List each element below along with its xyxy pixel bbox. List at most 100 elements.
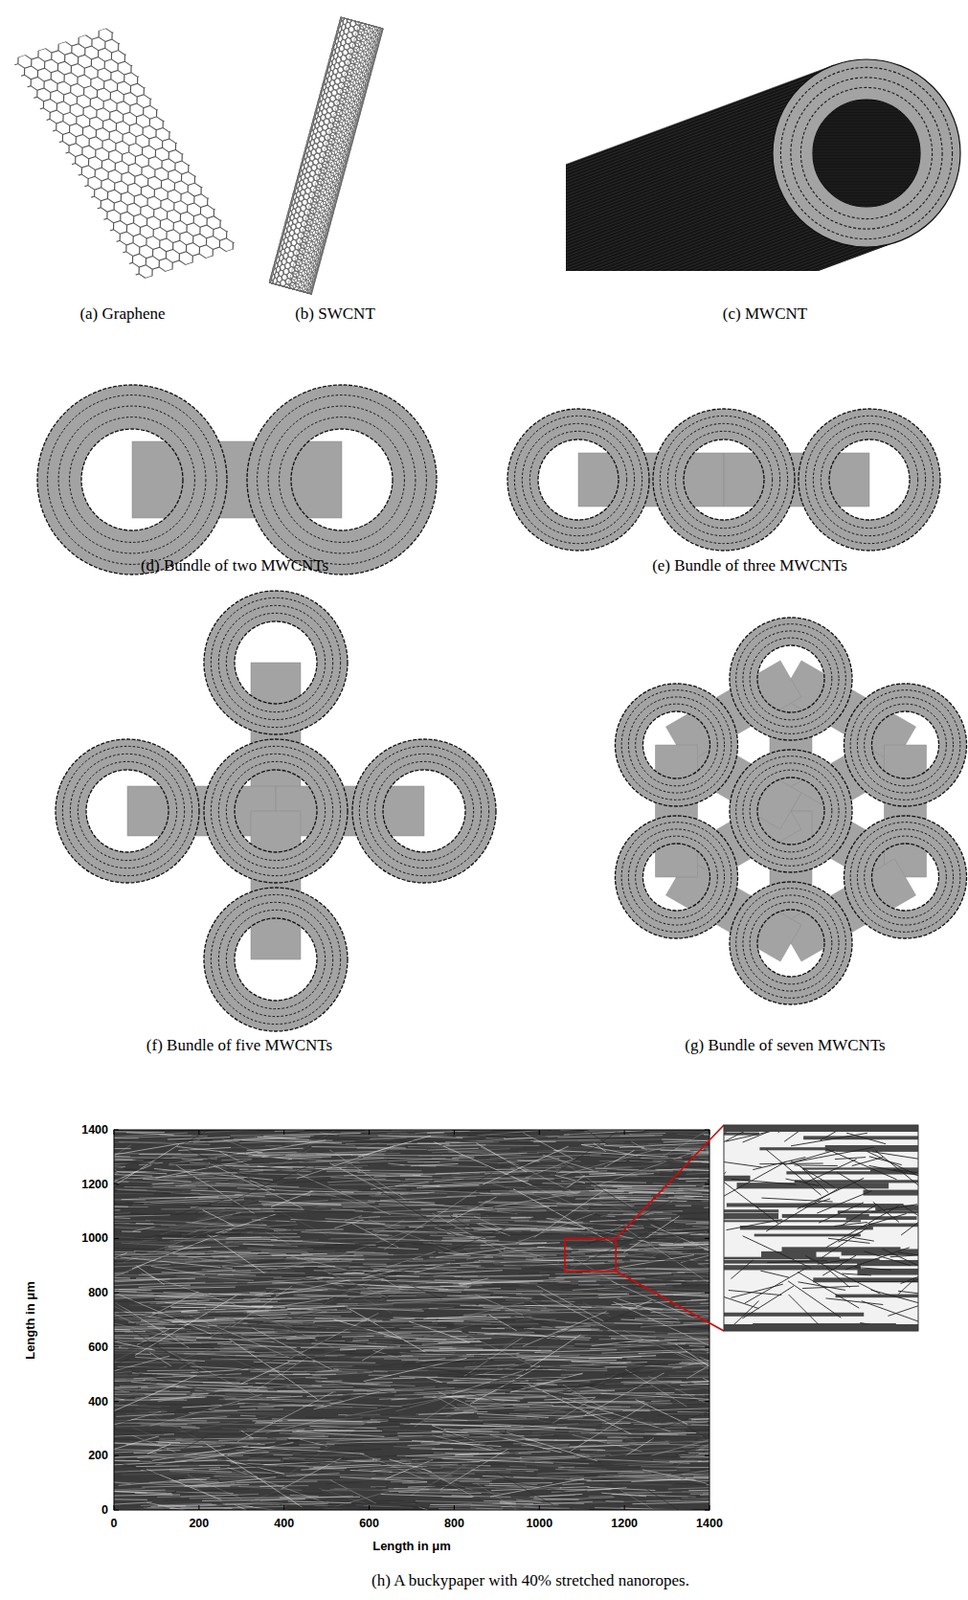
buckypaper-plot-part — [113, 1129, 710, 1510]
seven-tube-bundle-part — [757, 645, 825, 713]
two-tube-bundle-part — [257, 395, 428, 565]
buckypaper-plot-part — [113, 1129, 710, 1510]
tick-label: 800 — [444, 1516, 465, 1531]
panel-caption: (b) SWCNT — [294, 304, 376, 324]
tick-label: 600 — [88, 1340, 109, 1354]
mwcnt-tube-part — [800, 87, 932, 219]
seven-tube-bundle-part — [654, 744, 698, 878]
five-tube-bundle-part — [86, 769, 169, 853]
five-tube-bundle-part — [234, 769, 317, 853]
buckypaper-plot-part — [113, 1129, 710, 1510]
five-tube-bundle-part — [374, 761, 473, 860]
buckypaper-plot-part — [564, 1238, 616, 1271]
tick-label: 1400 — [81, 1123, 109, 1137]
panel-caption: (a) Graphene — [79, 304, 165, 324]
zoom-inset-part — [723, 1219, 861, 1222]
seven-tube-bundle-part — [736, 756, 847, 867]
tick-label: 0 — [101, 1503, 109, 1517]
zoom-inset-part — [723, 1213, 779, 1219]
mwcnt-tube-part — [790, 77, 943, 229]
seven-tube-bundle-part — [642, 711, 710, 779]
seven-tube-bundle-part — [742, 895, 839, 991]
two-tube-bundle-part — [279, 417, 406, 543]
seven-tube-bundle-part — [749, 901, 833, 985]
seven-tube-bundle-part — [729, 617, 853, 741]
five-tube-bundle-part — [203, 739, 348, 883]
five-tube-bundle-part — [352, 739, 496, 883]
seven-tube-bundle-part — [642, 843, 710, 911]
three-tube-bundle-part — [538, 439, 619, 520]
five-tube-bundle-part — [210, 745, 340, 876]
five-tube-bundle-part — [203, 887, 348, 1032]
buckypaper-plot-part-part — [113, 1130, 710, 1511]
seven-tube-bundle-part — [729, 881, 853, 1005]
three-tube-bundle-part — [683, 439, 765, 520]
seven-tube-bundle-part — [729, 617, 853, 741]
five-tube-bundle — [55, 590, 496, 1032]
seven-tube-bundle-part — [614, 683, 738, 807]
panel-caption: (f) Bundle of five MWCNTs — [146, 1035, 333, 1056]
three-tube-bundle-part — [521, 423, 634, 536]
seven-tube-bundle-part — [628, 829, 724, 925]
tick-label: 200 — [188, 1516, 209, 1531]
five-tube-bundle-part — [55, 739, 200, 883]
five-tube-bundle-part — [359, 745, 489, 876]
three-tube-bundle-part — [667, 423, 780, 536]
two-tube-bundle-part — [47, 395, 218, 565]
seven-tube-bundle-part — [614, 815, 738, 939]
three-tube-bundle-part — [798, 408, 941, 551]
seven-tube-bundle-part — [864, 703, 947, 787]
zoom-inset-part — [754, 1234, 861, 1238]
three-tube-bundle-part — [798, 408, 941, 551]
five-tube-bundle-part — [225, 761, 325, 860]
tick-label: 1000 — [81, 1231, 109, 1245]
three-tube-bundle-part — [723, 452, 870, 507]
seven-tube-bundle — [614, 617, 967, 1005]
buckypaper-plot-part-part — [113, 1129, 710, 1510]
seven-tube-bundle-part — [749, 637, 833, 721]
panel-caption: (g) Bundle of seven MWCNTs — [684, 1035, 885, 1056]
three-tube-bundle-part — [659, 415, 788, 543]
seven-tube-bundle-part — [614, 683, 738, 807]
five-tube-bundle-part — [203, 887, 348, 1032]
swcnt-tube — [269, 17, 383, 294]
seven-tube-bundle-part — [884, 744, 927, 878]
five-tube-bundle-part — [69, 753, 184, 868]
panel-caption: (c) MWCNT — [722, 304, 808, 324]
three-tube-bundle-part — [829, 439, 910, 520]
five-tube-bundle-part — [250, 810, 301, 960]
seven-tube-bundle-part — [736, 888, 847, 999]
seven-tube-bundle-part — [757, 777, 825, 845]
three-tube-bundle-part — [652, 408, 795, 551]
seven-tube-bundle-part — [621, 822, 732, 933]
two-tube-bundle-part — [268, 405, 416, 554]
zoom-inset-part — [835, 1294, 919, 1299]
two-tube-bundle-part — [247, 384, 437, 575]
five-tube-bundle-part — [225, 909, 325, 1009]
five-tube-bundle-part — [234, 621, 317, 704]
five-tube-bundle-part — [77, 761, 177, 860]
five-tube-bundle-part — [352, 739, 496, 883]
seven-tube-bundle-part — [736, 624, 847, 735]
panel-caption: (e) Bundle of three MWCNTs — [652, 556, 848, 576]
two-tube-bundle-part — [69, 417, 196, 543]
five-tube-bundle-part — [218, 605, 333, 720]
tick-label: 600 — [359, 1516, 380, 1531]
two-tube-bundle-part — [37, 384, 227, 575]
seven-tube-bundle-part — [850, 822, 961, 933]
two-tube-bundle-part — [37, 384, 227, 575]
five-tube-bundle-part — [203, 590, 348, 735]
panel-caption: (d) Bundle of two MWCNTs — [140, 556, 329, 576]
mwcnt-tube-part — [780, 67, 952, 239]
zoom-inset-part — [723, 1209, 779, 1213]
seven-tube-bundle-part — [757, 909, 825, 977]
tick-label: 200 — [88, 1448, 109, 1463]
seven-tube-bundle-part — [621, 690, 732, 801]
seven-tube-bundle-part — [864, 835, 947, 919]
zoom-inset-part — [740, 1225, 874, 1230]
seven-tube-bundle-part — [742, 630, 839, 727]
axis-label: Length in μm — [372, 1539, 451, 1554]
two-tube-bundle-part — [247, 384, 437, 575]
